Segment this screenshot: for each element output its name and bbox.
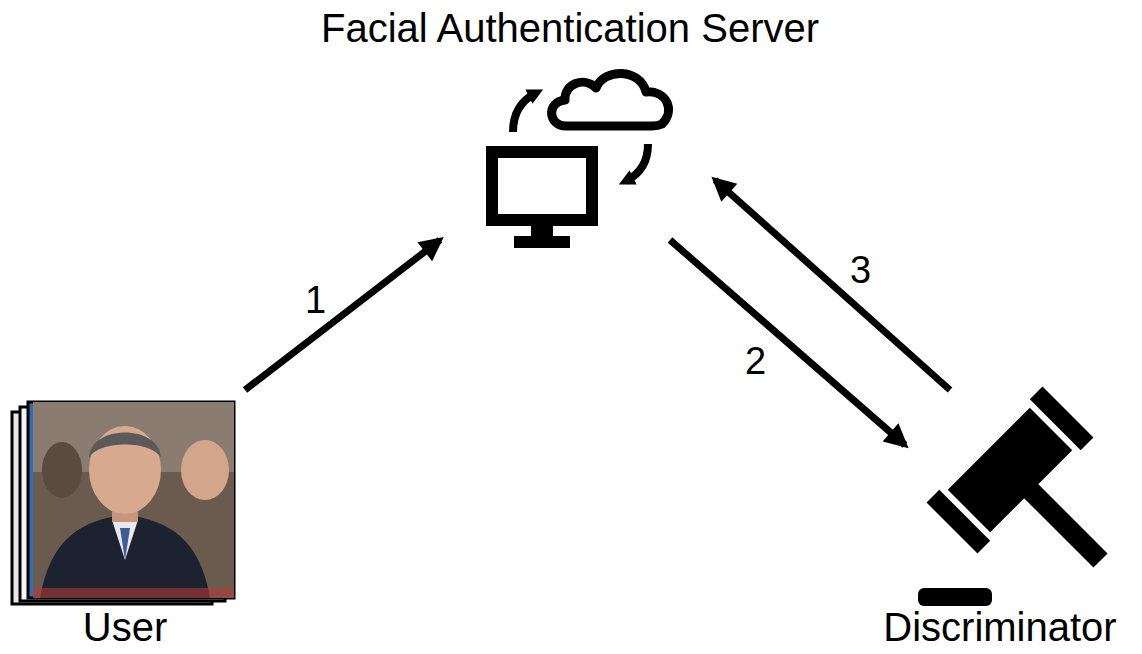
discriminator-node: Discriminator xyxy=(860,410,1140,650)
node-label: User xyxy=(83,604,167,650)
user-node: User xyxy=(5,395,245,650)
step-number: 3 xyxy=(847,249,874,291)
photo-stack xyxy=(12,402,234,604)
cycle-arrow xyxy=(513,93,536,132)
node-label: Discriminator xyxy=(883,604,1116,650)
gavel-icon xyxy=(927,387,1142,619)
node-label: Facial Authentication Server xyxy=(321,5,819,51)
flow-arrow xyxy=(715,180,950,390)
monitor-icon xyxy=(492,152,592,248)
flow-arrow xyxy=(670,240,905,445)
cloud-icon xyxy=(552,73,669,126)
step-number: 2 xyxy=(742,340,769,382)
cycle-arrow xyxy=(626,144,648,181)
flow-arrow xyxy=(245,240,440,390)
server-node: Facial Authentication Server xyxy=(280,5,860,255)
step-number: 1 xyxy=(302,279,329,321)
gavel-base xyxy=(918,588,992,606)
